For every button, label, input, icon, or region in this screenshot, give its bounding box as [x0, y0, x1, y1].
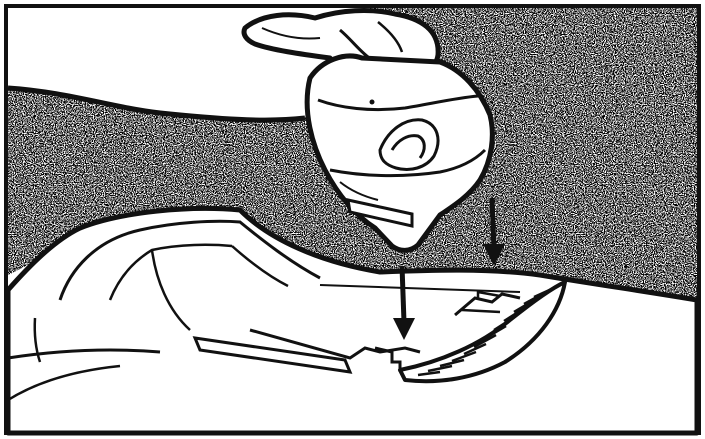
illustration-frame: [0, 0, 705, 439]
battery-insertion-illustration: [0, 0, 705, 439]
